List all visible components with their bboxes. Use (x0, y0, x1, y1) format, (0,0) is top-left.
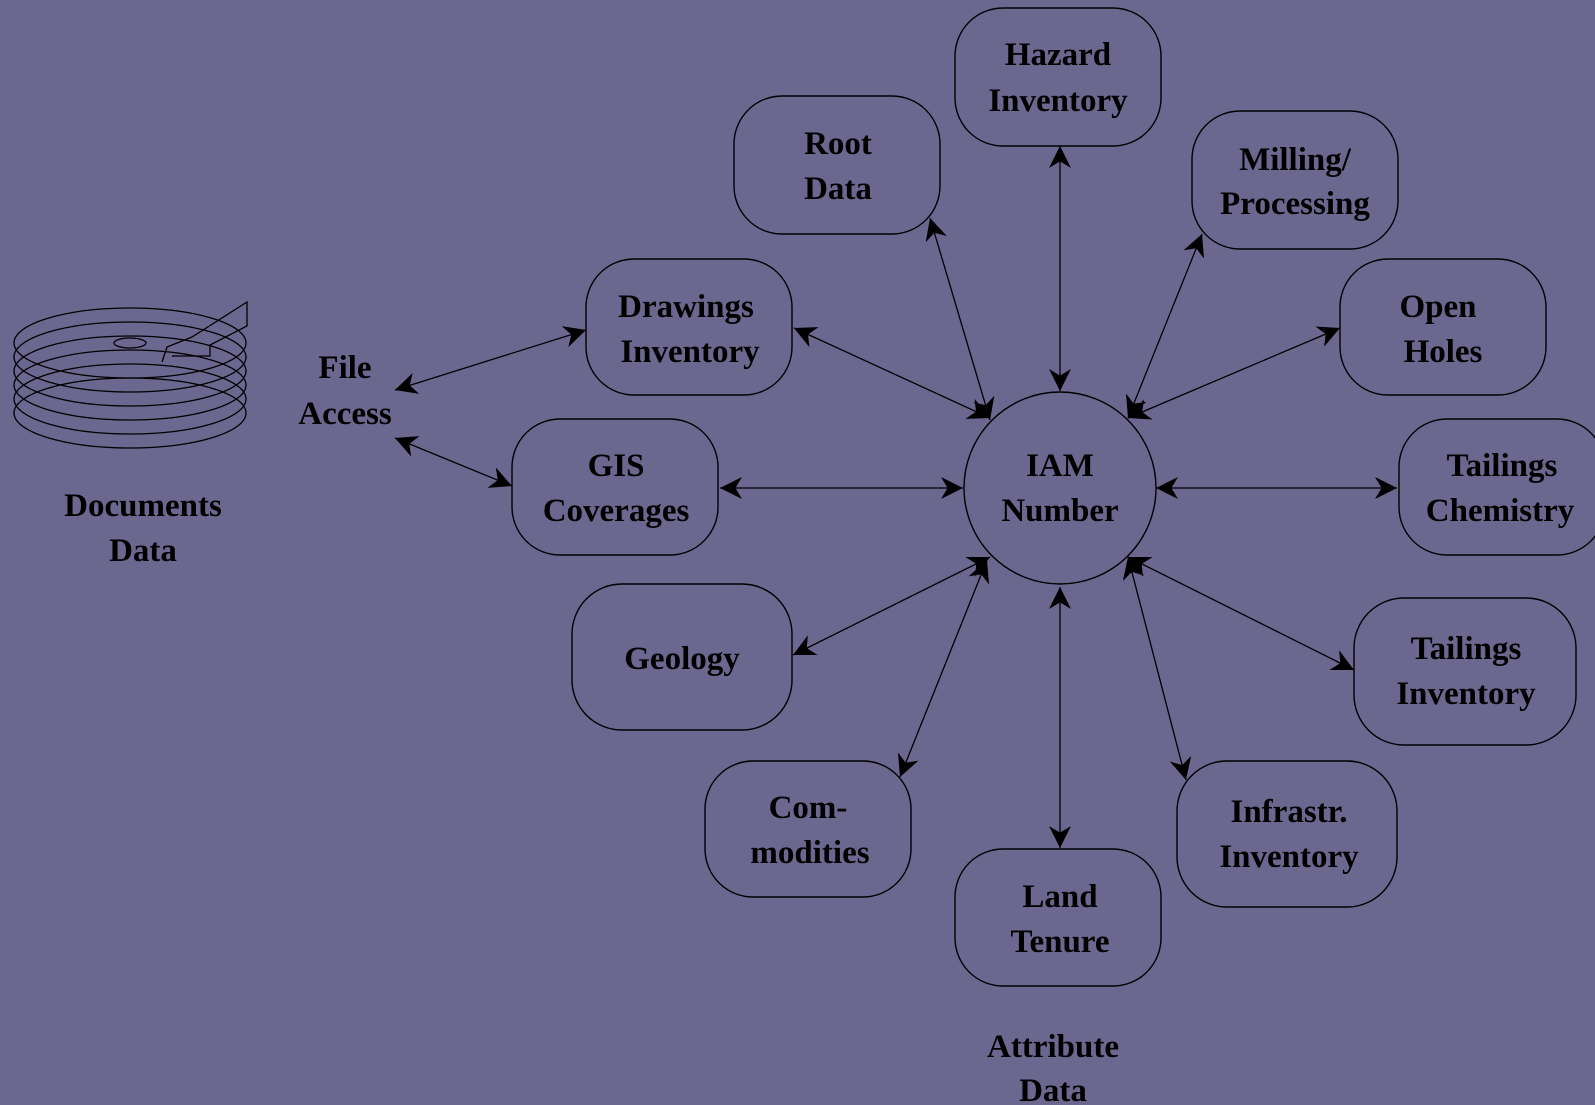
node-label-2: Inventory (1396, 676, 1536, 712)
node-label-1: Milling/ (1239, 142, 1352, 178)
edge-commodities (897, 559, 990, 778)
node-label-2: Number (1001, 493, 1118, 529)
edge-geology (792, 556, 991, 656)
node-label-1: Open (1399, 289, 1476, 325)
attribute-label-1: Attribute (987, 1029, 1119, 1065)
attribute-data-label: Attribute Data (987, 1029, 1119, 1105)
iam-number-node: IAM Number (963, 391, 1157, 585)
connector-lines (394, 146, 1397, 848)
node-label-1: IAM (1026, 448, 1094, 484)
node-label-1: Tailings (1447, 448, 1558, 484)
node-label-1: Root (804, 126, 872, 162)
edge-infrastr (1122, 556, 1192, 781)
edge-file-access-drawings (394, 326, 587, 394)
edge-file-access-gis (394, 436, 513, 488)
documents-label-2: Data (109, 533, 177, 569)
file-access-label-2: Access (298, 396, 392, 432)
root-data-node: Root Data (733, 95, 941, 235)
node-label-2: Holes (1404, 334, 1483, 370)
node-label-1: Geology (624, 641, 740, 677)
node-label-1: Drawings (618, 289, 754, 325)
milling-processing-node: Milling/ Processing (1191, 110, 1399, 250)
tailings-inventory-node: Tailings Inventory (1353, 597, 1577, 746)
node-label-1: Land (1022, 879, 1097, 915)
node-label-1: GIS (588, 448, 645, 484)
drawings-inventory-node: Drawings Inventory (585, 258, 793, 396)
documents-data-label: Documents Data (64, 488, 222, 569)
commodities-node: Com- modities (704, 760, 912, 898)
geology-node: Geology (571, 583, 793, 731)
node-label-1: Com- (769, 790, 848, 826)
node-label-2: Inventory (1219, 839, 1359, 875)
node-label-1: Tailings (1411, 631, 1522, 667)
attribute-label-2: Data (1019, 1073, 1087, 1105)
node-label-2: Processing (1220, 186, 1370, 222)
node-label-2: Chemistry (1426, 493, 1575, 529)
documents-label-1: Documents (64, 488, 222, 524)
node-label-2: modities (750, 835, 869, 871)
tailings-chemistry-node: Tailings Chemistry (1398, 418, 1595, 556)
node-label-1: Infrastr. (1230, 794, 1347, 830)
hazard-inventory-node: Hazard Inventory (954, 7, 1162, 147)
node-label-1: Hazard (1005, 37, 1111, 73)
gis-coverages-node: GIS Coverages (511, 418, 719, 556)
node-label-2: Inventory (620, 334, 760, 370)
edge-tailings-inventory (1127, 556, 1355, 671)
edge-root (925, 217, 995, 421)
open-holes-node: Open Holes (1339, 258, 1547, 396)
land-tenure-node: Land Tenure (954, 848, 1162, 987)
file-access-label: File Access (298, 350, 392, 432)
infrastr-inventory-node: Infrastr. Inventory (1176, 760, 1398, 908)
node-label-2: Coverages (543, 493, 690, 529)
edge-open-holes (1127, 326, 1341, 420)
node-label-2: Inventory (988, 83, 1128, 119)
node-label-2: Data (804, 171, 872, 207)
file-access-label-1: File (318, 350, 371, 386)
disk-stack-icon (13, 300, 248, 449)
edge-drawings (793, 327, 991, 419)
edge-milling (1126, 233, 1204, 419)
node-label-2: Tenure (1010, 924, 1109, 960)
